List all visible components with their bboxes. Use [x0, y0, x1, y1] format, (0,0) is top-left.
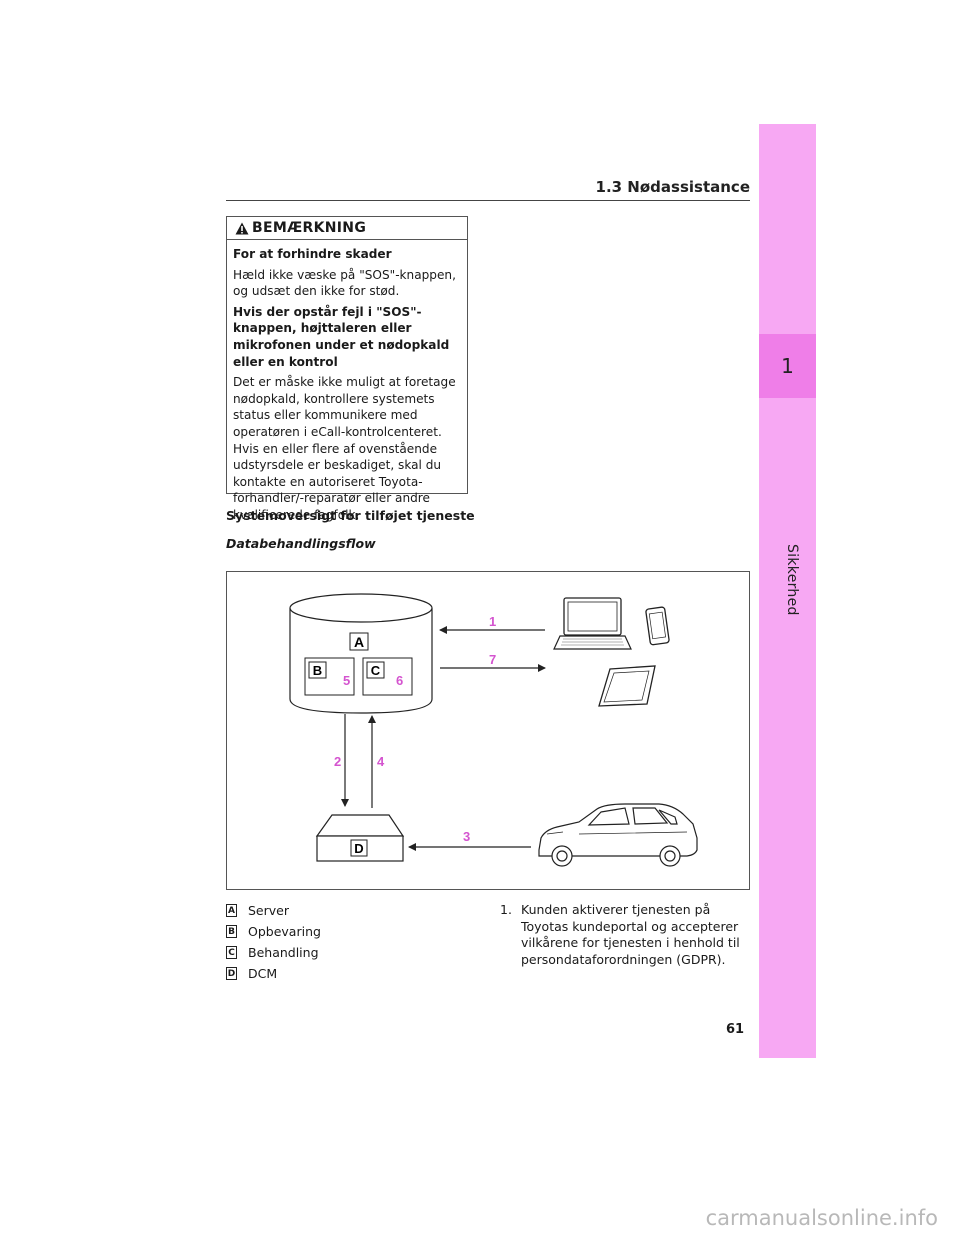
legend-item: A Server — [226, 900, 321, 921]
legend-item: B Opbevaring — [226, 921, 321, 942]
label-a: A — [354, 634, 364, 650]
number-2: 2 — [334, 754, 341, 769]
legend-text: Opbevaring — [248, 924, 321, 939]
chapter-sidebar: 1 Sikkerhed — [759, 124, 816, 1058]
legend-text: Behandling — [248, 945, 319, 960]
number-4: 4 — [377, 754, 385, 769]
warning-icon — [235, 222, 249, 234]
notice-p1-title: For at forhindre skader — [233, 247, 392, 261]
legend-key: C — [226, 946, 237, 959]
step-text: Kunden aktiverer tjenesten på Toyotas ku… — [521, 902, 740, 967]
legend-item: C Behandling — [226, 942, 321, 963]
notice-heading-text: BEMÆRKNING — [252, 220, 367, 236]
diagram-legend: A Server B Opbevaring C Behandling D DCM — [226, 900, 321, 984]
notice-p2-title: Hvis der opstår fejl i "SOS"-knappen, hø… — [233, 304, 450, 369]
legend-key: B — [226, 925, 237, 938]
section-header: 1.3 Nødassistance — [595, 178, 750, 196]
section-subtitle: Databehandlingsflow — [226, 536, 376, 551]
notice-heading: BEMÆRKNING — [227, 217, 467, 240]
chapter-label: Sikkerhed — [784, 544, 800, 616]
smartphone-icon — [645, 606, 670, 646]
car-icon — [538, 803, 698, 867]
legend-text: Server — [248, 903, 289, 918]
notice-body: For at forhindre skader Hæld ikke væske … — [227, 240, 467, 524]
data-flow-svg: A B C 5 6 1 7 2 — [289, 593, 698, 867]
notice-box: BEMÆRKNING For at forhindre skader Hæld … — [226, 216, 468, 522]
page-number: 61 — [726, 1022, 745, 1037]
legend-text: DCM — [248, 966, 278, 981]
notice-p1-text: Hæld ikke væske på "SOS"-knappen, og uds… — [233, 267, 456, 299]
label-c-box — [366, 661, 385, 679]
label-c: C — [371, 663, 381, 678]
laptop-icon — [553, 597, 632, 650]
number-3: 3 — [463, 829, 470, 844]
label-d-box — [350, 839, 368, 857]
chapter-number: 1 — [759, 334, 816, 398]
legend-key: D — [226, 967, 237, 980]
label-b-box — [308, 661, 327, 679]
step-item: 1. Kunden aktiverer tjenesten på Toyotas… — [500, 902, 750, 968]
notice-p2-text: Det er måske ikke muligt at foretage nød… — [233, 375, 456, 522]
legend-item: D DCM — [226, 963, 321, 984]
section-title: Systemoversigt for tilføjet tjeneste — [226, 508, 475, 523]
number-5: 5 — [343, 673, 350, 688]
label-b: B — [313, 663, 322, 678]
number-7: 7 — [489, 652, 496, 667]
tablet-icon — [598, 665, 656, 707]
legend-key: A — [226, 904, 237, 917]
number-1: 1 — [489, 614, 496, 629]
watermark: carmanualsonline.info — [705, 1206, 938, 1230]
step-number: 1. — [500, 902, 512, 917]
label-d: D — [354, 841, 363, 856]
data-flow-diagram: A B C 5 6 1 7 2 — [226, 571, 750, 890]
header-divider — [226, 200, 750, 201]
number-6: 6 — [396, 673, 403, 688]
label-a-box — [349, 632, 369, 651]
